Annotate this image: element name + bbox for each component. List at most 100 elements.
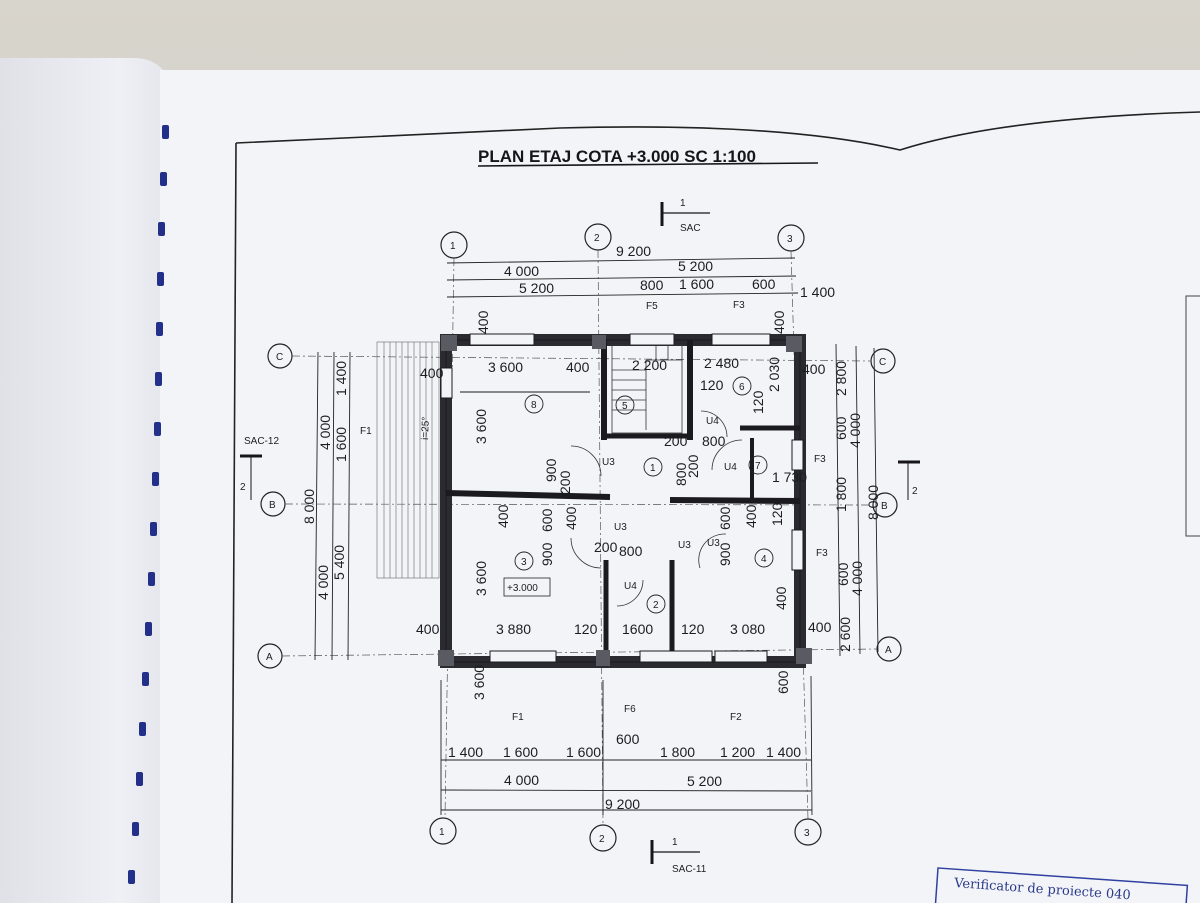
svg-text:1: 1 [680, 198, 686, 209]
right-dim-overall: 8 000 [865, 485, 881, 520]
top-dim-c: 5 200 [519, 280, 554, 296]
svg-text:800: 800 [702, 433, 726, 449]
svg-text:200: 200 [685, 454, 701, 478]
left-dim-d: 1 600 [333, 427, 349, 462]
top-dim-a: 4 000 [504, 263, 539, 279]
svg-text:200: 200 [594, 539, 618, 555]
svg-text:1: 1 [439, 827, 445, 838]
svg-text:120: 120 [769, 502, 785, 526]
svg-text:400: 400 [743, 504, 759, 528]
top-dim-e: 1 600 [679, 276, 714, 292]
svg-text:5: 5 [622, 401, 628, 412]
svg-text:400: 400 [416, 621, 440, 637]
spiral-binding [128, 125, 169, 884]
svg-text:900: 900 [717, 542, 733, 566]
window-f3-right-a: F3 [814, 454, 826, 465]
bottom-wall-dim-left: 3 600 [471, 665, 487, 700]
svg-text:400: 400 [495, 504, 511, 528]
svg-text:1: 1 [672, 837, 678, 848]
svg-text:800: 800 [619, 543, 643, 559]
bottom-dim-e: 1 200 [720, 744, 755, 760]
door-swings [570, 410, 743, 607]
svg-text:1 730: 1 730 [772, 469, 807, 485]
svg-text:U4: U4 [724, 462, 737, 473]
svg-text:900: 900 [539, 542, 555, 566]
svg-text:600: 600 [717, 506, 733, 530]
left-dim-c: 1 400 [333, 361, 349, 396]
right-dim-a: 4 000 [847, 413, 863, 448]
building-walls [440, 334, 806, 668]
svg-text:120: 120 [681, 621, 705, 637]
svg-text:3: 3 [521, 557, 527, 568]
svg-text:U3: U3 [678, 540, 691, 551]
roof-slope-label: i=25° [420, 417, 432, 441]
sheet-border [235, 111, 1200, 151]
svg-text:800: 800 [673, 462, 689, 486]
right-dim-e: 1 800 [833, 477, 849, 512]
balcony-terrace [376, 341, 440, 579]
top-dim-d: 800 [640, 277, 664, 293]
svg-text:120: 120 [750, 390, 766, 414]
axis-markers [257, 223, 902, 852]
left-dim-a: 4 000 [317, 415, 333, 450]
svg-text:SAC-12: SAC-12 [244, 436, 279, 447]
top-dim-f: 600 [752, 276, 776, 292]
svg-text:200: 200 [664, 433, 688, 449]
svg-text:U3: U3 [602, 457, 615, 468]
bottom-dim-overall: 9 200 [605, 796, 640, 812]
svg-text:6: 6 [739, 382, 745, 393]
svg-text:B: B [269, 500, 276, 511]
left-dim-b: 4 000 [315, 565, 331, 600]
window-f1-left: F1 [360, 426, 372, 437]
right-dim-f: 600 [835, 562, 851, 586]
bottom-dim-f6: 600 [616, 731, 640, 747]
svg-text:120: 120 [700, 377, 724, 393]
bottom-dim-f: 1 400 [766, 744, 801, 760]
left-dimension-lines [314, 351, 351, 661]
windows [440, 333, 804, 663]
window-f1-bottom: F1 [512, 712, 524, 723]
svg-text:3 600: 3 600 [488, 359, 523, 375]
left-dim-overall: 8 000 [301, 489, 317, 524]
svg-text:2: 2 [599, 834, 605, 845]
svg-text:U3: U3 [614, 522, 627, 533]
svg-text:SAC: SAC [680, 223, 701, 234]
svg-text:1: 1 [650, 463, 656, 474]
svg-text:400: 400 [771, 310, 787, 334]
svg-text:2: 2 [912, 486, 918, 497]
svg-text:400: 400 [802, 361, 826, 377]
svg-text:A: A [885, 645, 892, 656]
top-dimension-lines [446, 257, 799, 298]
svg-text:U4: U4 [624, 581, 637, 592]
svg-text:3: 3 [787, 234, 793, 245]
bottom-dim-b: 1 600 [503, 744, 538, 760]
svg-text:120: 120 [574, 621, 598, 637]
window-f3-right-b: F3 [816, 548, 828, 559]
axis-labels: 1 2 3 1 2 3 C B A C B A [266, 233, 892, 845]
bottom-wall-dim-right: 600 [775, 670, 791, 694]
svg-text:SAC-11: SAC-11 [672, 864, 707, 875]
svg-text:400: 400 [773, 586, 789, 610]
svg-text:U3: U3 [707, 538, 720, 549]
svg-text:2: 2 [240, 482, 246, 493]
section-mark-left: SAC-12 2 [240, 436, 279, 500]
svg-text:7: 7 [755, 461, 761, 472]
window-f2: F2 [730, 712, 742, 723]
svg-text:600: 600 [539, 508, 555, 532]
svg-text:A: A [266, 652, 273, 663]
svg-text:900: 900 [543, 458, 559, 482]
section-mark-right: 2 [898, 460, 920, 500]
title-underline [477, 162, 819, 167]
svg-text:C: C [276, 352, 283, 363]
drawing-title: PLAN ETAJ COTA +3.000 SC 1:100 [478, 147, 756, 166]
svg-text:4: 4 [761, 554, 767, 565]
svg-text:400: 400 [566, 359, 590, 375]
svg-text:400: 400 [563, 506, 579, 530]
right-dim-d: 600 [833, 416, 849, 440]
svg-text:200: 200 [557, 470, 573, 494]
bottom-dimension-lines [440, 675, 813, 816]
sheet-border-left [231, 142, 237, 903]
section-mark-top: 1 SAC [660, 198, 710, 234]
svg-text:8: 8 [531, 400, 537, 411]
